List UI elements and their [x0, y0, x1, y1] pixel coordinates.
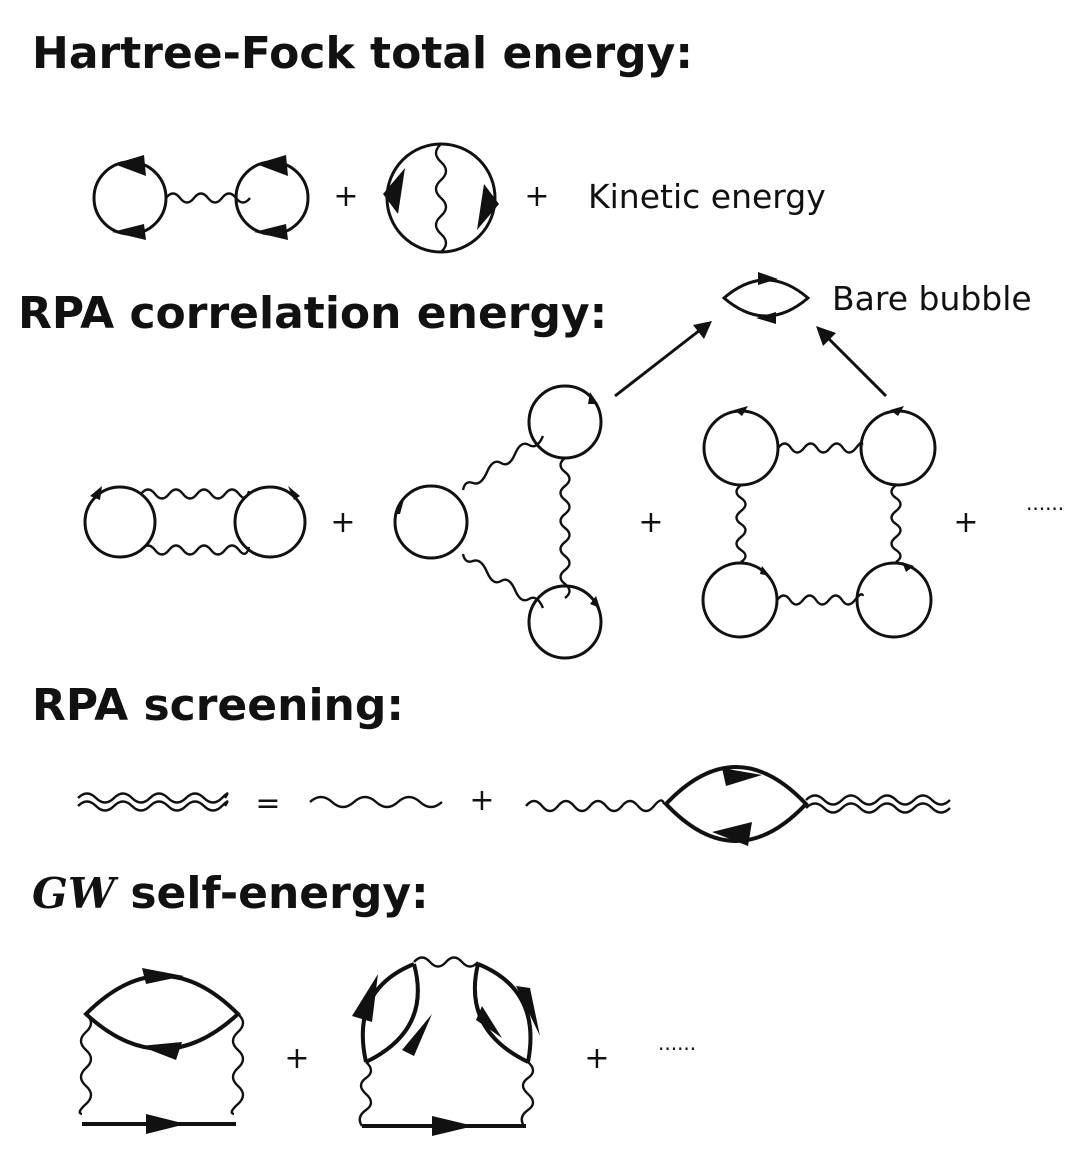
- gw-symbol: GW: [32, 869, 119, 918]
- bare-bubble-diagram: [721, 272, 811, 324]
- fock-exchange-diagram: [383, 142, 499, 254]
- rpa-two-bubble-diagram: [83, 485, 307, 559]
- heading-rpa-correlation: RPA correlation energy:: [18, 288, 607, 339]
- ellipsis-gw: ······: [658, 1037, 696, 1061]
- plus-gw-2: +: [584, 1041, 609, 1076]
- rpa-three-bubble-diagram: [393, 384, 603, 660]
- bubble-pointer-arrows: [614, 321, 888, 398]
- ellipsis-rpa: ······: [1026, 497, 1064, 521]
- plus-hf-1: +: [333, 179, 358, 214]
- bare-interaction-line: [309, 795, 443, 809]
- hartree-diagram: [92, 155, 310, 240]
- gw-first-order-diagram: [78, 968, 245, 1134]
- gw-heading-text: self-energy:: [115, 868, 429, 919]
- plus-screening: +: [469, 783, 494, 818]
- rpa-four-bubble-diagram: [701, 406, 937, 639]
- plus-rpa-2: +: [638, 505, 663, 540]
- plus-hf-2: +: [524, 179, 549, 214]
- heading-hartree-fock: Hartree-Fock total energy:: [32, 28, 693, 79]
- equals-screening: =: [255, 786, 280, 821]
- heading-gw-self-energy: GW self-energy:: [32, 868, 429, 919]
- bare-bubble-label: Bare bubble: [832, 279, 1032, 318]
- gw-vertex-correction-diagram: [352, 956, 540, 1136]
- screening-bubble-diagram: [525, 765, 951, 846]
- screened-interaction-line: [77, 792, 229, 812]
- kinetic-energy-label: Kinetic energy: [588, 177, 826, 216]
- plus-rpa-3: +: [953, 505, 978, 540]
- heading-rpa-screening: RPA screening:: [32, 680, 404, 731]
- plus-rpa-1: +: [330, 505, 355, 540]
- plus-gw-1: +: [284, 1041, 309, 1076]
